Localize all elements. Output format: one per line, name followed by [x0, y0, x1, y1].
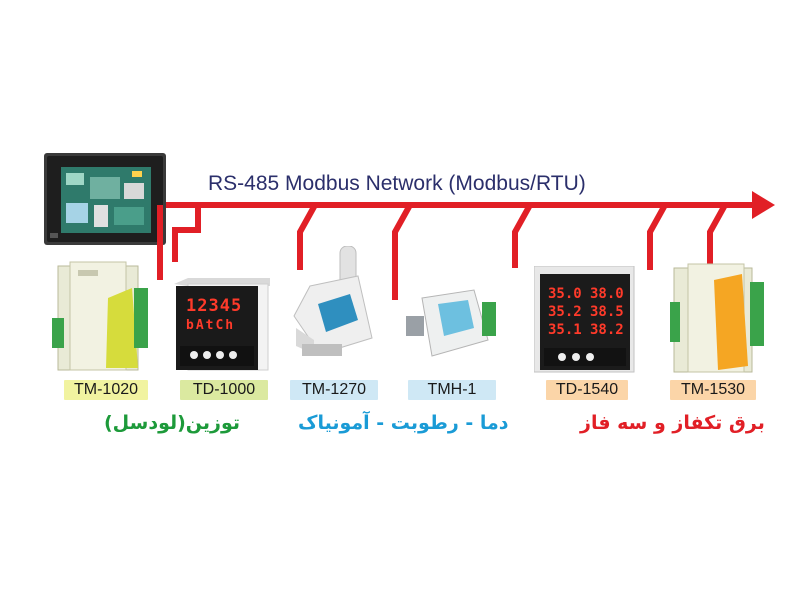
bus-arrow-head [752, 191, 775, 219]
hmi-touch-panel [44, 153, 166, 245]
caption-climate: دما - رطوبت - آمونیاک [298, 412, 509, 434]
panel-meter-icon [174, 278, 270, 371]
ammonia-sensor-icon [293, 245, 373, 356]
label-tm1530: TM-1530 [670, 380, 756, 400]
label-tm1270: TM-1270 [290, 380, 378, 400]
device-tm1270 [288, 245, 376, 370]
td1540-value: 35.1 [548, 322, 582, 338]
hmi-panel-icon [44, 153, 166, 245]
device-td1540: 35.0 38.0 35.2 38.5 35.1 38.2 [533, 265, 638, 374]
td1540-value: 38.2 [590, 322, 624, 338]
label-td1000: TD-1000 [180, 380, 268, 400]
td1000-display-line2: bAtCh [186, 318, 236, 333]
bus-drop-tm1530-a [647, 203, 668, 270]
din-module-icon [52, 261, 148, 371]
td1540-value: 38.0 [590, 286, 624, 302]
din-module-orange-icon [670, 263, 764, 373]
power-meter-icon [533, 265, 635, 373]
network-title: RS-485 Modbus Network (Modbus/RTU) [208, 172, 586, 195]
td1000-display-line1: 12345 [186, 296, 243, 316]
caption-power: برق تکفاز و سه فاز [580, 412, 765, 434]
label-td1540: TD-1540 [546, 380, 628, 400]
bus-drop-tmh1 [392, 203, 413, 300]
device-tm1020 [48, 258, 154, 376]
device-tmh1 [402, 288, 500, 368]
bus-drop-tm1270 [297, 203, 318, 270]
td1540-value: 38.5 [590, 304, 624, 320]
temp-humidity-module-icon [406, 289, 496, 357]
bus-drop-td1540 [512, 203, 533, 268]
caption-weighing: توزین(لودسل) [104, 412, 241, 434]
bus-drop-td1000 [172, 205, 201, 262]
td1540-value: 35.0 [548, 286, 582, 302]
device-tm1530 [670, 262, 766, 374]
td1540-value: 35.2 [548, 304, 582, 320]
bus-drop-tm1530-b [707, 203, 728, 268]
label-tmh1: TMH-1 [408, 380, 496, 400]
td1540-display-grid: 35.0 38.0 35.2 38.5 35.1 38.2 [548, 286, 628, 338]
label-tm1020: TM-1020 [64, 380, 148, 400]
device-td1000: 12345 bAtCh [174, 278, 270, 372]
